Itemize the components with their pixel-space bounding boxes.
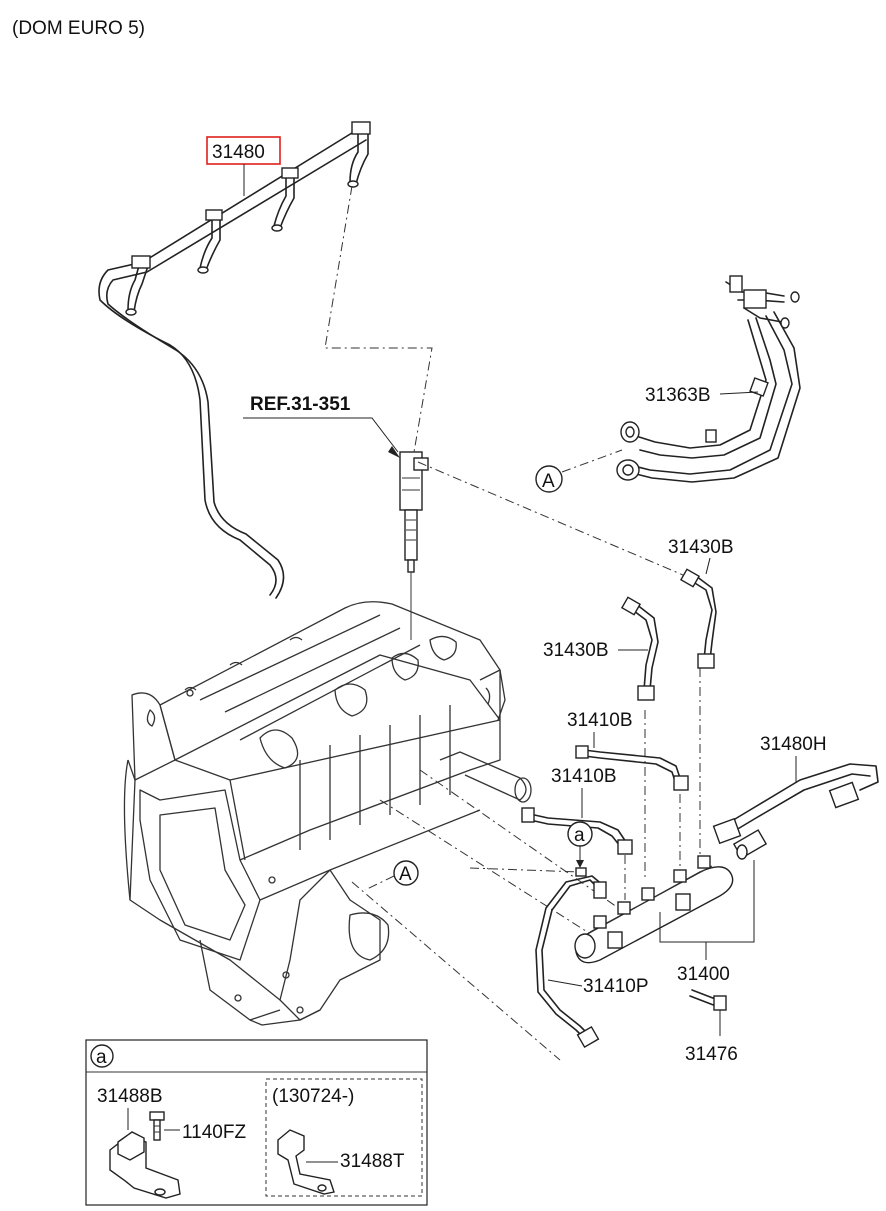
callout-31430B-lower[interactable]: 31430B: [543, 640, 609, 661]
callout-31488T[interactable]: 31488T: [340, 1151, 405, 1172]
callout-a-hose: A: [542, 471, 555, 492]
injector[interactable]: [399, 451, 429, 573]
callout-31480[interactable]: 31480: [212, 142, 265, 163]
callout-31363B[interactable]: 31363B: [645, 385, 711, 406]
engine-block: [123, 601, 532, 1026]
bolt-1140FZ[interactable]: [149, 1111, 165, 1141]
fuel-hose-31363B[interactable]: [616, 275, 801, 483]
common-rail-31400[interactable]: [574, 855, 734, 964]
pipe-31430B-lower[interactable]: [620, 596, 659, 701]
variant-title: (DOM EURO 5): [12, 18, 145, 39]
callout-circle-a-hose[interactable]: [535, 465, 563, 493]
return-hose-31480[interactable]: [98, 121, 371, 599]
ref-31-351[interactable]: REF.31-351: [250, 394, 351, 415]
bracket-31488B[interactable]: [109, 1131, 181, 1199]
harness-31480H[interactable]: [712, 763, 879, 860]
callout-31410B-upper[interactable]: 31410B: [567, 710, 633, 731]
callout-a-engine: A: [399, 864, 412, 885]
callout-31480H[interactable]: 31480H: [760, 734, 827, 755]
callout-31476[interactable]: 31476: [685, 1044, 738, 1065]
callout-31488B[interactable]: 31488B: [97, 1086, 163, 1107]
callout-31410B-lower[interactable]: 31410B: [551, 766, 617, 787]
pipe-31410P[interactable]: [535, 867, 607, 1049]
callout-a-small: a: [574, 825, 585, 846]
date-range: (130724-): [272, 1086, 354, 1107]
pipe-31410B-lower[interactable]: [521, 807, 633, 855]
pipe-31410B-upper[interactable]: [575, 745, 689, 791]
callout-circle-a-engine[interactable]: [393, 860, 419, 886]
bracket-31488T[interactable]: [277, 1129, 335, 1195]
detail-tag-a: a: [96, 1047, 107, 1068]
callout-31400[interactable]: 31400: [677, 964, 730, 985]
bolt-31476[interactable]: [689, 989, 727, 1011]
pipe-31430B-upper[interactable]: [679, 568, 717, 669]
detail-box-a: [85, 1039, 428, 1206]
callout-31410P[interactable]: 31410P: [583, 976, 649, 997]
callout-1140FZ[interactable]: 1140FZ: [182, 1122, 246, 1143]
callout-31430B-upper[interactable]: 31430B: [668, 537, 734, 558]
